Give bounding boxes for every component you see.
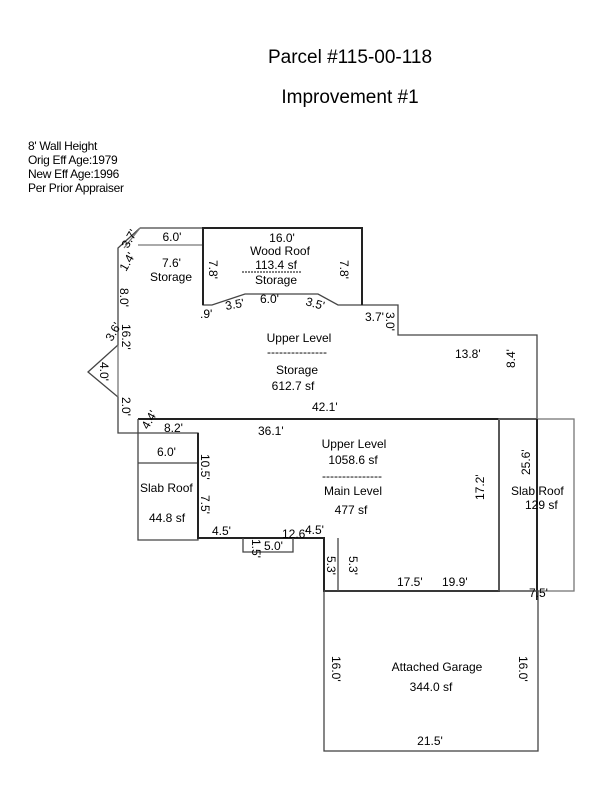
slab-roof-left-outline xyxy=(137,419,199,541)
dim-label: 6.0' xyxy=(157,445,176,459)
dim-label: 12.6' xyxy=(282,527,308,541)
dim-label: 16.0' xyxy=(516,656,530,682)
dim-label: 8.4' xyxy=(504,349,518,368)
garage-outline xyxy=(323,590,539,752)
dim-label: 7.8' xyxy=(337,260,351,279)
storage-diag-inner xyxy=(123,227,141,249)
dim-label: 4.0' xyxy=(97,362,111,381)
dim-label: 17.5' xyxy=(397,575,423,589)
wood-roof-label: Wood Roof xyxy=(250,244,310,258)
upper-main-sub-area: 477 sf xyxy=(335,503,368,517)
note-orig-eff-age: Orig Eff Age:1979 xyxy=(28,153,118,167)
dim-label: 10.5' xyxy=(198,454,212,480)
dim-label: 5.3' xyxy=(346,556,360,575)
garage-area: 344.0 sf xyxy=(410,680,453,694)
improvement-title: Improvement #1 xyxy=(281,87,419,108)
dim-label: 3.5' xyxy=(304,294,326,312)
dim-label: 4.5' xyxy=(212,524,231,538)
dim-label: 5.3' xyxy=(324,556,338,575)
storage-small-label: Storage xyxy=(150,270,192,284)
slab-roof-right-label: Slab Roof xyxy=(511,484,564,498)
dim-label: 5.0' xyxy=(264,539,283,553)
dim-label: 3.5' xyxy=(224,296,245,313)
wood-roof-area: 113.4 sf xyxy=(255,258,297,272)
note-wall-height: 8' Wall Height xyxy=(28,139,98,153)
dim-label: 8.2' xyxy=(164,421,183,435)
upper-storage-area: 612.7 sf xyxy=(272,379,315,393)
storage-left-wall xyxy=(87,227,141,434)
slab-roof-left-label: Slab Roof xyxy=(140,481,193,495)
dim-label: 25.6' xyxy=(519,449,533,475)
note-new-eff-age: New Eff Age:1996 xyxy=(28,167,120,181)
parcel-title: Parcel #115-00-118 xyxy=(267,47,433,68)
dim-label: .9' xyxy=(200,307,212,321)
dim-label: 4.4' xyxy=(138,408,160,431)
wood-roof-sub: Storage xyxy=(255,273,297,287)
dim-label: 8.0' xyxy=(117,288,131,307)
dim-label: 7.5' xyxy=(198,495,212,514)
dim-label: 13.8' xyxy=(455,347,481,361)
dim-label: 4.5' xyxy=(305,523,324,537)
dim-label: 6.0' xyxy=(260,292,279,306)
wood-roof-dim: 16.0' xyxy=(269,231,295,245)
upper-main-divider: --------------- xyxy=(322,469,382,483)
slab-roof-left-area: 44.8 sf xyxy=(149,511,186,525)
note-source: Per Prior Appraiser xyxy=(28,181,124,195)
dim-label: 21.5' xyxy=(417,734,443,748)
dim-label: 3.7' xyxy=(365,310,384,324)
dim-label: 36.1' xyxy=(258,424,284,438)
upper-main-label: Upper Level xyxy=(322,437,387,451)
storage-small-dim: 7.6' xyxy=(162,256,181,270)
sketch-notes: 8' Wall Height Orig Eff Age:1979 New Eff… xyxy=(28,139,124,195)
garage-label: Attached Garage xyxy=(392,660,483,674)
dim-label: 17.2' xyxy=(473,474,487,500)
dim-label: 2.0' xyxy=(119,397,133,416)
dim-label: 16.2' xyxy=(119,324,133,350)
dim-label: 1.5' xyxy=(249,539,263,558)
storage-wing-outline xyxy=(140,227,538,419)
upper-storage-sub: Storage xyxy=(276,363,318,377)
upper-storage-divider: --------------- xyxy=(267,345,327,359)
dim-label: 3.0' xyxy=(383,312,397,331)
bump-outline xyxy=(242,538,294,553)
dim-label: 7.8' xyxy=(206,260,220,279)
dim-label: 7.5' xyxy=(529,586,548,600)
upper-main-area: 1058.6 sf xyxy=(328,453,378,467)
wood-roof-outline xyxy=(202,227,363,305)
slab-roof-right-area: 129 sf xyxy=(525,498,558,512)
dim-label: 1.4' xyxy=(116,250,138,273)
dim-label: 42.1' xyxy=(312,400,338,414)
dim-label: 6.0' xyxy=(163,230,182,244)
upper-main-sub: Main Level xyxy=(324,484,382,498)
dim-label: 16.0' xyxy=(329,656,343,682)
dim-label: 19.9' xyxy=(442,575,468,589)
upper-storage-label: Upper Level xyxy=(267,331,332,345)
